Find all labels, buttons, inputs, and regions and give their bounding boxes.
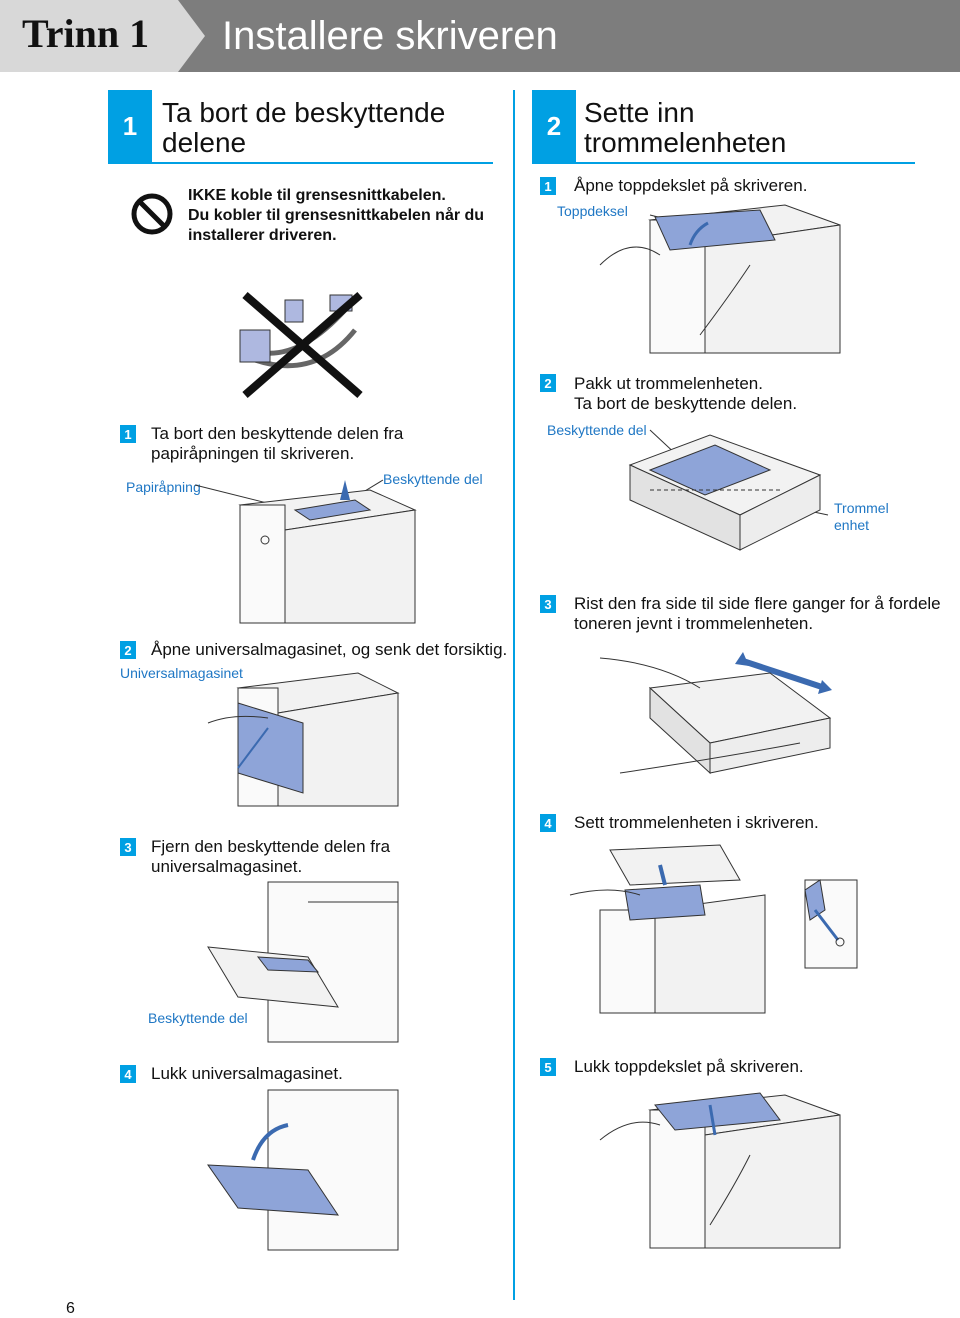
printer-illustration-5 bbox=[599, 204, 841, 354]
printer-illustration-6 bbox=[569, 844, 766, 1014]
step-1-4-number: 4 bbox=[120, 1065, 136, 1083]
drum-unit-illustration-1 bbox=[628, 429, 829, 551]
drum-unit-illustration-2 bbox=[599, 652, 832, 775]
page-title: Installere skriveren bbox=[222, 14, 558, 58]
step-2-3-number: 3 bbox=[540, 595, 556, 613]
printer-illustration-4 bbox=[207, 1089, 399, 1251]
printer-illustration-2 bbox=[207, 672, 400, 807]
step-1-3-text-line2: universalmagasinet. bbox=[151, 857, 303, 876]
printer-illustration-3 bbox=[207, 881, 399, 1043]
page-number: 6 bbox=[66, 1300, 75, 1317]
section-1-title-line1: Ta bort de beskyttende bbox=[162, 97, 446, 128]
prohibited-icon bbox=[131, 193, 173, 235]
step-1-1-text-line2: papiråpningen til skriveren. bbox=[151, 444, 355, 463]
callout-paper-opening: Papiråpning bbox=[126, 479, 201, 495]
callout-top-cover: Toppdeksel bbox=[557, 203, 628, 219]
step-2-5-text-line1: Lukk toppdekslet på skriveren. bbox=[574, 1057, 804, 1076]
step-label: Trinn 1 bbox=[22, 11, 150, 56]
callout-drum-line1: Trommel bbox=[834, 500, 889, 516]
section-1-title-line2: delene bbox=[162, 127, 247, 158]
column-divider bbox=[513, 90, 515, 1300]
cable-illustration bbox=[239, 291, 363, 399]
printer-illustration-7 bbox=[599, 1092, 841, 1249]
step-2-2-text-line2: Ta bort de beskyttende delen. bbox=[574, 394, 798, 413]
warning-line3: installerer driveren. bbox=[188, 227, 337, 244]
section-1-rule bbox=[108, 162, 493, 164]
callout-protective-part-2: Beskyttende del bbox=[148, 1010, 248, 1026]
warning-line2: Du kobler til grensesnittkabelen når du bbox=[188, 207, 485, 224]
section-2-title-line1: Sette inn bbox=[584, 97, 695, 128]
section-2-rule bbox=[532, 162, 915, 164]
step-2-4-text-line1: Sett trommelenheten i skriveren. bbox=[574, 813, 819, 832]
step-1-1-text-line1: Ta bort den beskyttende delen fra bbox=[151, 424, 404, 443]
step-1-2-number: 2 bbox=[120, 641, 136, 659]
section-1-number: 1 bbox=[108, 90, 152, 162]
callout-mp-tray: Universalmagasinet bbox=[120, 665, 243, 681]
step-1-4-text-line1: Lukk universalmagasinet. bbox=[151, 1064, 343, 1083]
callout-drum-line2: enhet bbox=[834, 517, 870, 533]
drum-detail-illustration bbox=[804, 879, 858, 969]
step-2-3-text-line2: toneren jevnt i trommelenheten. bbox=[574, 614, 814, 633]
step-1-1-number: 1 bbox=[120, 425, 136, 443]
step-1-2-text-line1: Åpne universalmagasinet, og senk det for… bbox=[151, 640, 508, 659]
section-2-title-line2: trommelenheten bbox=[584, 127, 787, 158]
section-2-number: 2 bbox=[532, 90, 576, 162]
header-tab-shape bbox=[0, 0, 205, 72]
step-2-1-number: 1 bbox=[540, 177, 556, 195]
step-2-1-text-line1: Åpne toppdekslet på skriveren. bbox=[574, 176, 808, 195]
step-2-2-number: 2 bbox=[540, 374, 556, 392]
step-2-4-number: 4 bbox=[540, 814, 556, 832]
step-1-3-text-line1: Fjern den beskyttende delen fra bbox=[151, 837, 391, 856]
warning-line1: IKKE koble til grensesnittkabelen. bbox=[188, 187, 446, 204]
step-2-2-text-line1: Pakk ut trommelenheten. bbox=[574, 374, 763, 393]
step-2-5-number: 5 bbox=[540, 1058, 556, 1076]
printer-illustration-1 bbox=[194, 479, 417, 624]
step-1-3-number: 3 bbox=[120, 838, 136, 856]
step-2-3-text-line1: Rist den fra side til side flere ganger … bbox=[574, 594, 941, 613]
page-header: Trinn 1 Installere skriveren bbox=[0, 0, 960, 72]
callout-protective-part-1: Beskyttende del bbox=[383, 471, 483, 487]
callout-protective-part-3: Beskyttende del bbox=[547, 422, 647, 438]
